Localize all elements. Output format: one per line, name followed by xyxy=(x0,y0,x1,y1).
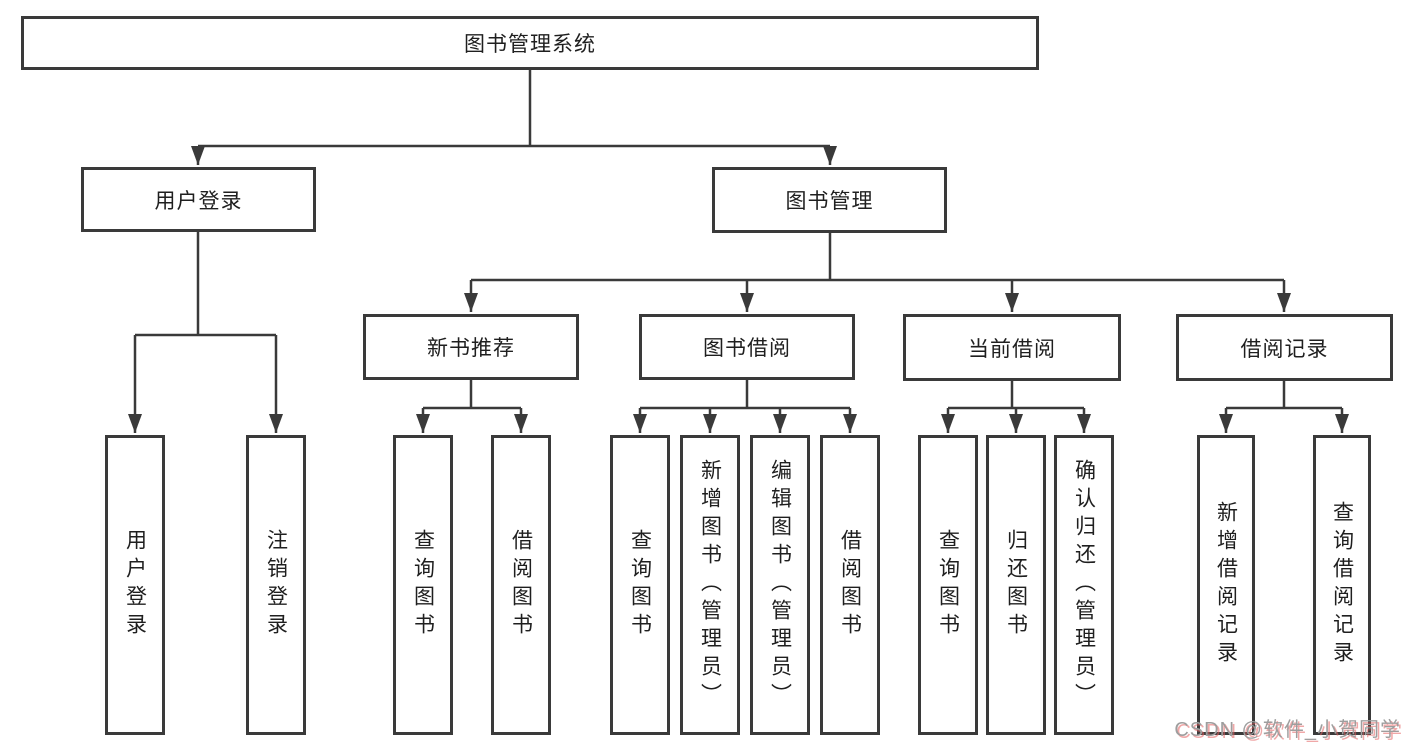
leaf-edit-book-admin-label: 编辑图书（管理员） xyxy=(768,459,792,711)
leaf-query-books-recommend-label: 查询图书 xyxy=(411,529,435,641)
leaf-user-login: 用户登录 xyxy=(105,435,165,735)
node-current-borrowing: 当前借阅 xyxy=(903,314,1121,381)
node-book-borrowing-label: 图书借阅 xyxy=(703,337,791,360)
node-root-label: 图书管理系统 xyxy=(464,33,596,56)
leaf-query-books-borrow: 查询图书 xyxy=(610,435,670,735)
leaf-query-borrow-record: 查询借阅记录 xyxy=(1313,435,1371,735)
node-new-book-recommend: 新书推荐 xyxy=(363,314,579,380)
leaf-edit-book-admin: 编辑图书（管理员） xyxy=(750,435,810,735)
leaf-confirm-return-admin-label: 确认归还（管理员） xyxy=(1072,459,1096,711)
leaf-confirm-return-admin: 确认归还（管理员） xyxy=(1054,435,1114,735)
leaf-borrow-books-recommend-label: 借阅图书 xyxy=(509,529,533,641)
leaf-borrow-books: 借阅图书 xyxy=(820,435,880,735)
node-current-borrowing-label: 当前借阅 xyxy=(968,337,1056,361)
leaf-return-books-label: 归还图书 xyxy=(1004,529,1028,641)
node-borrowing-records-label: 借阅记录 xyxy=(1240,337,1329,361)
leaf-query-books-current-label: 查询图书 xyxy=(936,529,960,641)
csdn-watermark: CSDN @软件_小贺同学 xyxy=(1174,719,1401,741)
leaf-borrow-books-recommend: 借阅图书 xyxy=(491,435,551,735)
leaf-borrow-books-label: 借阅图书 xyxy=(838,529,862,641)
leaf-add-book-admin: 新增图书（管理员） xyxy=(680,435,740,735)
leaf-add-borrow-record-label: 新增借阅记录 xyxy=(1214,501,1238,669)
node-user-login: 用户登录 xyxy=(81,167,316,232)
leaf-query-books-borrow-label: 查询图书 xyxy=(628,529,652,641)
leaf-user-login-label: 用户登录 xyxy=(123,529,147,641)
leaf-logout-login: 注销登录 xyxy=(246,435,306,735)
leaf-add-book-admin-label: 新增图书（管理员） xyxy=(698,459,722,711)
node-book-management-label: 图书管理 xyxy=(785,190,874,213)
leaf-return-books: 归还图书 xyxy=(986,435,1046,735)
node-root: 图书管理系统 xyxy=(21,16,1039,70)
node-borrowing-records: 借阅记录 xyxy=(1176,314,1393,381)
leaf-logout-login-label: 注销登录 xyxy=(264,529,288,641)
leaf-query-books-recommend: 查询图书 xyxy=(393,435,453,735)
leaf-add-borrow-record: 新增借阅记录 xyxy=(1197,435,1255,735)
node-user-login-label: 用户登录 xyxy=(154,189,243,213)
node-new-book-recommend-label: 新书推荐 xyxy=(427,337,515,360)
leaf-query-borrow-record-label: 查询借阅记录 xyxy=(1330,501,1354,669)
node-book-borrowing: 图书借阅 xyxy=(639,314,855,380)
node-book-management: 图书管理 xyxy=(712,167,947,233)
leaf-query-books-current: 查询图书 xyxy=(918,435,978,735)
